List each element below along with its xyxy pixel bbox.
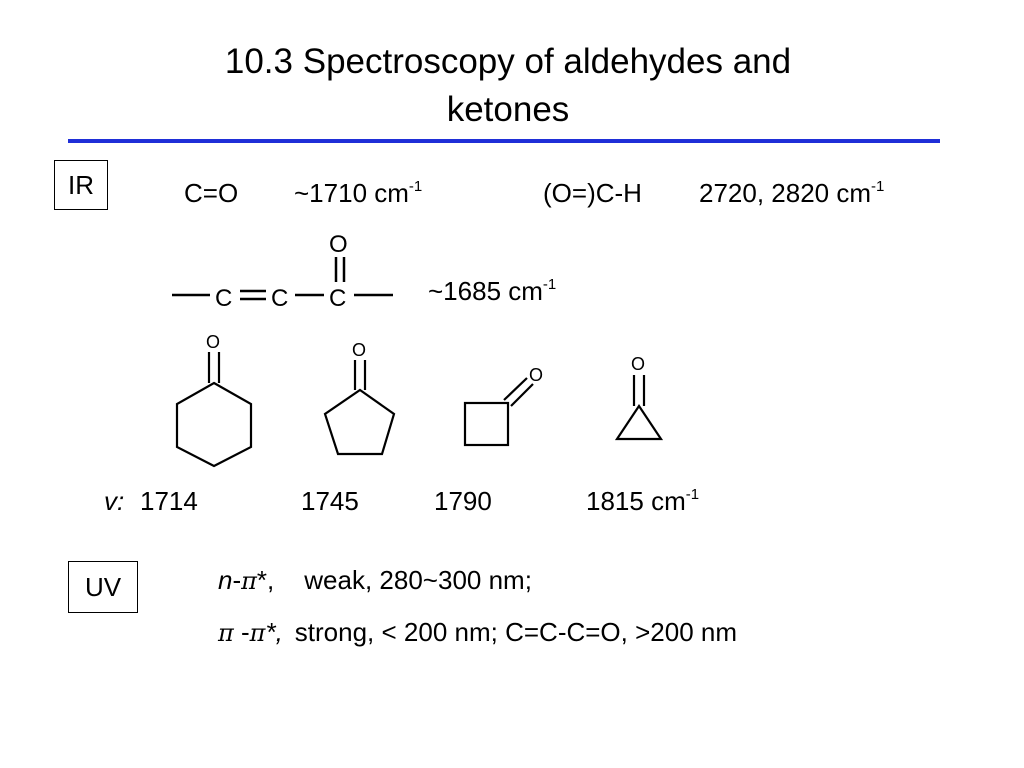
- ring-frequency-cyclopentanone: 1745: [301, 486, 359, 516]
- title-line-2: ketones: [446, 90, 570, 129]
- cyclopentanone-oxygen: O: [352, 340, 366, 360]
- pi-pi-description: strong, < 200 nm; C=C-C=O, >200 nm: [294, 617, 738, 647]
- cyclobutanone-co-bond-2: [510, 383, 534, 407]
- aldehyde-ch-frequency-exponent: -1: [871, 178, 885, 195]
- uv-n-pi-line: n-π*, weak, 280~300 nm;: [218, 565, 532, 596]
- enone-atom-c2: C: [271, 285, 288, 312]
- page-title: 10.3 Spectroscopy of aldehydes and keton…: [0, 38, 1016, 134]
- cyclohexanone-ring: [175, 381, 253, 468]
- cyclopropanone-ring: [614, 404, 664, 441]
- enone-atom-o: O: [329, 231, 348, 258]
- uv-section-label: UV: [68, 561, 138, 613]
- pi-pi-star: *,: [265, 617, 283, 647]
- ring-frequency-cyclopropanone-exponent: -1: [685, 486, 700, 503]
- title-underline: [68, 139, 940, 143]
- carbonyl-frequency-value: ~1710 cm: [294, 178, 409, 208]
- carbonyl-frequency: ~1710 cm-1: [294, 178, 422, 209]
- ir-section-label: IR: [54, 160, 108, 210]
- cyclopentanone-ring: [323, 388, 396, 456]
- uv-pi-pi-line: π -π*,strong, < 200 nm; C=C-C=O, >200 nm: [218, 617, 737, 648]
- enone-atom-c1: C: [215, 285, 232, 312]
- enone-atom-c3: C: [329, 285, 346, 312]
- aldehyde-ch-frequency: 2720, 2820 cm-1: [699, 178, 884, 209]
- ring-frequency-cyclopropanone-value: 1815 cm: [586, 486, 686, 516]
- cyclobutanone-ring: [463, 401, 510, 447]
- n-pi-dash: -: [232, 565, 242, 595]
- cyclobutanone-oxygen: O: [529, 365, 543, 385]
- cyclobutanone-co-bond-1: [503, 377, 528, 401]
- title-line-1: 10.3 Spectroscopy of aldehydes and: [224, 42, 792, 81]
- enone-frequency-exponent: -1: [542, 276, 557, 293]
- n-symbol: n: [218, 565, 233, 595]
- carbonyl-group-label: C=O: [184, 178, 239, 208]
- enone-structure: [172, 257, 393, 301]
- carbonyl-frequency-exponent: -1: [408, 178, 423, 195]
- pi-symbol: π: [241, 567, 257, 595]
- n-pi-description: weak, 280~300 nm;: [304, 565, 532, 595]
- cyclohexanone-oxygen: O: [206, 332, 220, 352]
- nu-symbol: v:: [104, 486, 125, 516]
- enone-frequency-value: ~1685 cm: [428, 276, 543, 306]
- cyclopropanone-oxygen: O: [631, 354, 645, 374]
- aldehyde-ch-frequency-value: 2720, 2820 cm: [699, 178, 872, 208]
- pi-symbol-second: π: [249, 619, 266, 647]
- aldehyde-ch-group-label: (O=)C-H: [543, 178, 642, 208]
- n-pi-star: *: [256, 565, 268, 595]
- ring-frequency-cyclohexanone: 1714: [140, 486, 198, 516]
- n-pi-comma: ,: [267, 565, 275, 595]
- ring-frequency-cyclobutanone: 1790: [434, 486, 492, 516]
- enone-frequency: ~1685 cm-1: [428, 276, 556, 307]
- pi-pi-dash: -: [233, 617, 250, 647]
- pi-symbol-first: π: [218, 619, 234, 647]
- ring-frequency-cyclopropanone: 1815 cm-1: [586, 486, 699, 517]
